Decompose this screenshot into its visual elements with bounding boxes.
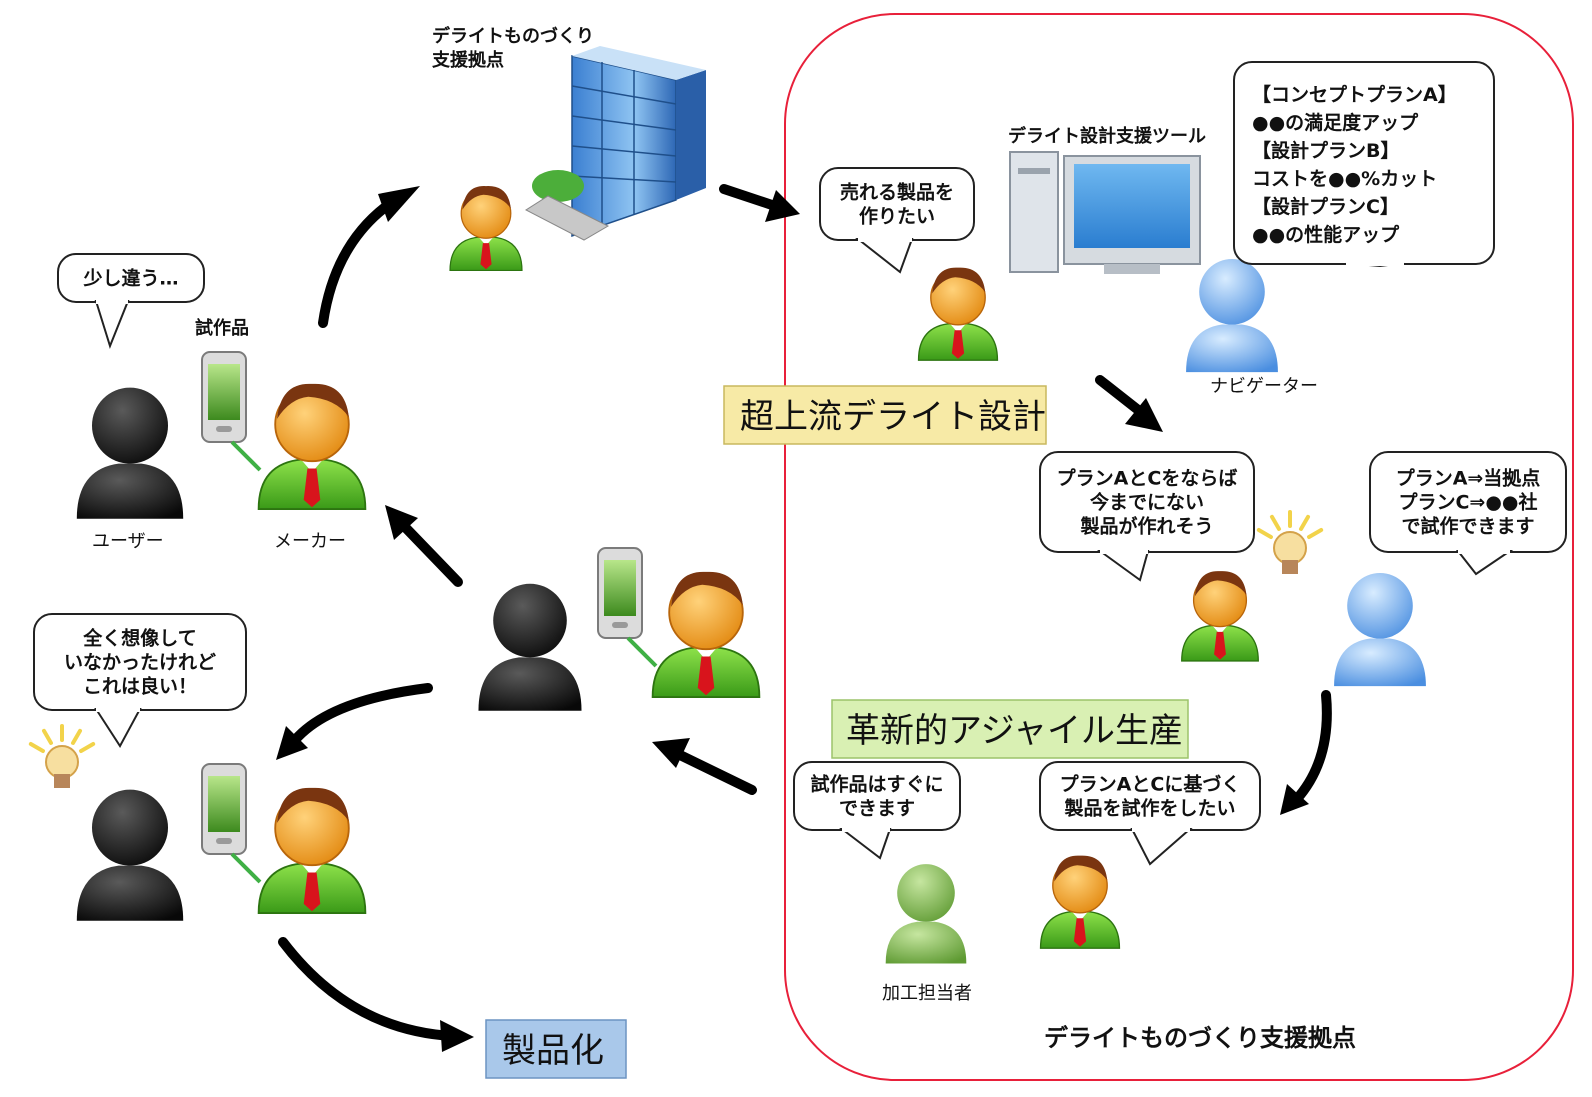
navigator-figure-top [1186, 258, 1278, 373]
phone-icon-middle [597, 547, 658, 668]
user-delight-bubble-line-3: これは良い！ [83, 675, 197, 698]
maker-trial-bubble-line-2: 製品を試作をしたい [1063, 797, 1235, 820]
maker-trial-bubble-line-1: プランAとCに基づく [1060, 773, 1241, 796]
navigator-figure-middle [1334, 572, 1426, 687]
navigator-plans-bubble-line-2: ●●の満足度アップ [1252, 111, 1419, 134]
user-label: ユーザー [92, 531, 164, 552]
phone-icon-bottom [201, 763, 262, 884]
machining-reply-bubble-line-1: 試作品はすぐに [810, 773, 943, 796]
productization-box: 製品化 [485, 1019, 627, 1079]
hub-label-line-2: 支援拠点 [431, 49, 504, 71]
lightbulb-icon-idea [1256, 510, 1324, 574]
maker-figure-trial [1039, 855, 1121, 949]
prototype-label: 試作品 [195, 317, 249, 339]
building-icon [524, 46, 706, 241]
upstream-design-label: 超上流デライト設計 [740, 397, 1046, 437]
navigator-sites-bubble-line-1: プランA⇒当拠点 [1396, 467, 1541, 490]
maker-figure-top [257, 383, 367, 510]
maker-label: メーカー [274, 531, 346, 552]
navigator-label: ナビゲーター [1210, 376, 1318, 397]
maker-figure-region [917, 267, 999, 361]
maker-figure-idea [1181, 571, 1259, 662]
productization-label: 製品化 [502, 1031, 604, 1071]
phone-icons [201, 351, 658, 884]
navigator-plans-bubble-line-6: ●●の性能アップ [1252, 223, 1400, 246]
hub-label-line-1: デライトものづくり [432, 25, 594, 47]
upstream-design-box: 超上流デライト設計 [723, 385, 1047, 445]
maker-figure-bottom [257, 787, 367, 914]
people-layer [76, 186, 1426, 964]
agile-production-box: 革新的アジャイル生産 [831, 699, 1189, 759]
flow-arrows [278, 184, 1332, 1041]
maker-figure-hub [449, 186, 523, 272]
maker-idea-bubble-line-1: プランAとCをならば [1057, 467, 1238, 490]
tool-label: デライト設計支援ツール [1008, 125, 1206, 147]
maker-idea-bubble-line-2: 今までにない [1089, 491, 1204, 514]
arrow-hub-to-region [719, 184, 777, 210]
user-delight-bubble-line-1: 全く想像して [82, 627, 196, 650]
arrow-prototype-to-maker [399, 521, 463, 587]
navigator-plans-bubble-line-1: 【コンセプトプランA】 [1252, 83, 1457, 106]
arrow-heads [276, 186, 1309, 1052]
arrow-user-to-product [278, 937, 457, 1041]
navigator-sites-bubble-line-2: プランC⇒●●社 [1398, 491, 1537, 514]
navigator-plans-bubble-line-4: コストを●●%カット [1252, 168, 1437, 190]
lightbulb-icons [28, 510, 1324, 788]
navigator-plans-bubble-line-5: 【設計プランC】 [1252, 195, 1399, 218]
user-figure-top [76, 387, 184, 519]
arrow-navigator-to-trial [1291, 690, 1332, 805]
machining-reply-bubble-line-2: できます [839, 798, 915, 820]
arrow-trial-to-prototype [675, 750, 757, 795]
navigator-sites-bubble-line-3: で試作できます [1401, 515, 1534, 538]
computer-icon [1009, 151, 1201, 274]
user-figure-bottom [76, 789, 184, 921]
support-base-region [784, 13, 1574, 1081]
maker-idea-bubble-line-3: 製品が作れそう [1079, 515, 1213, 538]
arrow-prototype-to-user [290, 683, 433, 745]
lightbulb-icon-user [28, 724, 96, 788]
navigator-plans-bubble-line-3: 【設計プランB】 [1252, 139, 1399, 162]
user-delight-bubble-line-2: いなかったけれど [64, 652, 216, 674]
user-feedback-bubble: 少し違う… [57, 253, 205, 349]
region-label: デライトものづくり支援拠点 [1044, 1024, 1356, 1052]
machining-label: 加工担当者 [882, 983, 972, 1004]
maker-figure-middle [651, 571, 761, 698]
machining-figure [885, 864, 967, 964]
phone-icon-top [201, 351, 262, 472]
maker-want-bubble-line-2: 作りたい [859, 205, 935, 228]
navigator-plans-bubble: 【コンセプトプランA】 ●●の満足度アップ【設計プランB】コストを●●%カット【設… [1233, 61, 1495, 268]
arrow-maker-to-hub [318, 195, 400, 328]
user-feedback-bubble-line-1: 少し違う… [82, 267, 178, 290]
user-figure-middle [478, 583, 582, 711]
agile-production-label: 革新的アジャイル生産 [846, 711, 1183, 751]
maker-want-bubble-line-1: 売れる製品を [840, 181, 954, 204]
arrow-maker-to-navigator [1095, 375, 1147, 418]
